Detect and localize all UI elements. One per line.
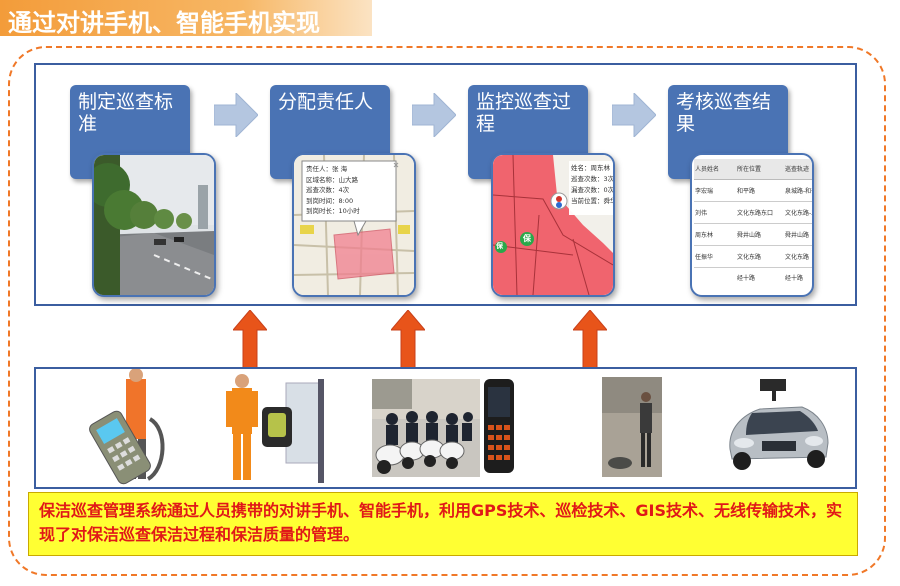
review-table-card: 人员姓名 所在位置 巡查轨迹 李宏瑞 和平路 泉城路-和平路-富泉路 刘伟 文化… (690, 153, 814, 297)
table-cell: 经十路 (737, 274, 756, 282)
monitor-line: 巡查次数：3次 (571, 175, 615, 183)
guard-marker: 保 (496, 242, 503, 250)
monitor-info-lines: 姓名：周东林 巡查次数：3次 漏查次数：0次 当前位置：舜华 (571, 163, 615, 207)
step-label: 考核巡查结果 (676, 91, 772, 135)
assign-line: 到岗时间：8:00 (306, 196, 354, 205)
arrow-up-icon (391, 310, 425, 368)
guard-marker: 保 (523, 234, 531, 243)
assign-line: 区域名称：山大路 (306, 175, 358, 184)
table-cell: 泉城路-和平路-富泉路 (784, 179, 812, 202)
table-cell: 文化东路-二环 (784, 201, 812, 224)
arrow-right-icon (612, 93, 656, 137)
arrow-up-icon (573, 310, 607, 368)
table-header: 所在位置 (736, 159, 784, 180)
outer-frame (8, 46, 886, 576)
table-cell: 文化东路 (784, 245, 812, 268)
monitor-line: 姓名：周东林 (571, 164, 610, 172)
worker-with-phone-image (89, 369, 165, 485)
monitor-map-card: 姓名：周东林 巡查次数：3次 漏查次数：0次 当前位置：舜华 保 保 (491, 153, 615, 297)
review-table: 人员姓名 所在位置 巡查轨迹 李宏瑞 和平路 泉城路-和平路-富泉路 刘伟 文化… (694, 159, 812, 287)
table-cell: 和平路 (736, 179, 784, 202)
assign-map-card: 责任人：张 海 区域名称：山大路 巡查次数：4次 到岗时间：8:00 到岗时长：… (292, 153, 416, 297)
title-banner: 通过对讲手机、智能手机实现 (0, 0, 372, 37)
table-cell: 文化东路东口 (736, 201, 784, 224)
police-motorcycles-image (372, 379, 514, 477)
arrow-right-icon (412, 93, 456, 137)
inspector-manhole-image (602, 377, 662, 477)
step-label: 分配责任人 (278, 91, 374, 113)
monitor-line: 当前位置：舜华 (571, 197, 615, 205)
table-cell: 经十路 (785, 274, 804, 282)
assign-line: 巡查次数：4次 (306, 186, 350, 194)
step-label: 制定巡查标准 (78, 91, 174, 135)
description-box: 保洁巡查管理系统通过人员携带的对讲手机、智能手机，利用GPS技术、巡检技术、GI… (28, 492, 858, 556)
table-header: 巡查轨迹 (784, 159, 812, 180)
table-cell: 任振华 (694, 245, 736, 268)
street-photo (92, 153, 216, 297)
table-cell: 李宏瑞 (694, 179, 736, 202)
table-cell: 舜井山路 (784, 223, 812, 246)
table-cell: 文化东路 (736, 245, 784, 268)
assign-line: 到岗时长：10小时 (306, 207, 360, 215)
patrol-car-image (729, 379, 829, 470)
arrow-up-icon (233, 310, 267, 368)
table-cell (694, 267, 736, 287)
arrow-right-icon (214, 93, 258, 137)
assign-info-lines: 责任人：张 海 区域名称：山大路 巡查次数：4次 到岗时间：8:00 到岗时长：… (306, 164, 360, 217)
step-label: 监控巡查过程 (476, 91, 572, 135)
devices-panel (34, 367, 857, 489)
description-text: 保洁巡查管理系统通过人员携带的对讲手机、智能手机，利用GPS技术、巡检技术、GI… (39, 501, 842, 544)
table-cell: 舜井山路 (736, 223, 784, 246)
table-header: 人员姓名 (694, 159, 736, 180)
process-panel: 制定巡查标准 分配责任人 (34, 63, 857, 306)
table-cell: 周东林 (694, 223, 736, 246)
page-title: 通过对讲手机、智能手机实现 (8, 9, 320, 37)
table-cell: 刘伟 (694, 201, 736, 224)
cleaner-terminal-image (226, 374, 324, 483)
monitor-line: 漏查次数：0次 (571, 186, 615, 194)
assign-line: 责任人：张 海 (306, 165, 348, 173)
